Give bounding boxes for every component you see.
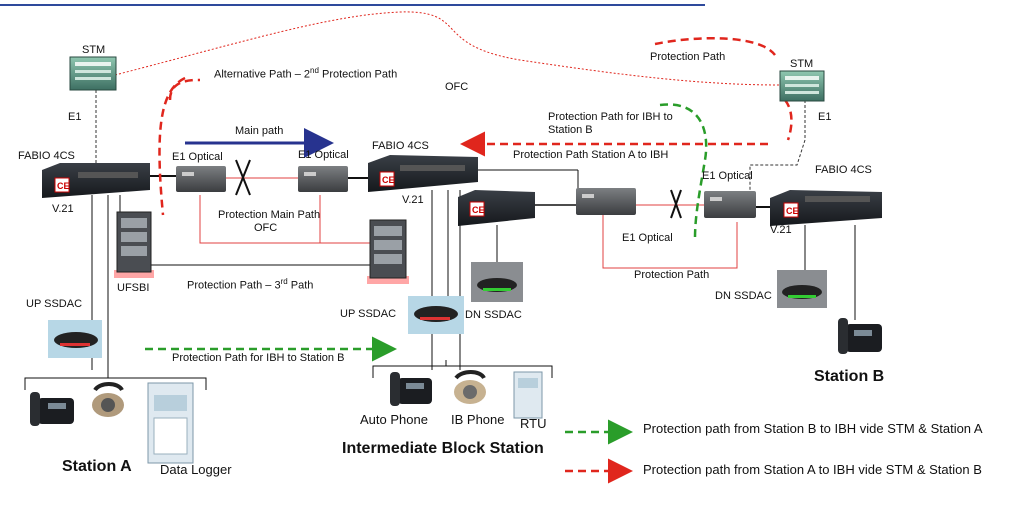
protection-ibh-b-label-2: Station B: [548, 124, 593, 136]
dn-ssdac-b-device: [777, 270, 827, 308]
fabio-b-device: CE: [770, 190, 882, 226]
stm-left-label: STM: [82, 44, 106, 56]
dn-ssdac-mid-label: DN SSDAC: [465, 309, 522, 321]
e1-optical-device-3: [576, 188, 636, 215]
green-protection-curve: [659, 103, 708, 239]
e1-optical-device-4: [704, 191, 756, 218]
up-ssdac-a-device: [48, 320, 102, 358]
station-a-data-logger: [147, 382, 194, 464]
stm-right-device: [779, 70, 825, 102]
e1-optical-label-2: E1 Optical: [298, 149, 349, 161]
stm-right-e1-link: [749, 100, 806, 195]
v21-mid-label: V.21: [402, 194, 424, 206]
protection-path-right-label: Protection Path: [634, 269, 710, 281]
protection-3rd-path-label: Protection Path – 3rd Path: [187, 277, 314, 292]
rtu-label: RTU: [520, 416, 547, 431]
dn-ssdac-b-label: DN SSDAC: [715, 290, 772, 302]
fabio-b-label: FABIO 4CS: [815, 164, 872, 176]
ofc-label: OFC: [445, 81, 469, 93]
e1-optical-label-1: E1 Optical: [172, 151, 223, 163]
protection-a-to-ibh-label: Protection Path Station A to IBH: [513, 149, 669, 161]
data-logger-label: Data Logger: [160, 462, 232, 477]
alternative-path-label: Alternative Path – 2nd Protection Path: [214, 66, 398, 81]
stm-right-label: STM: [790, 58, 814, 70]
ibh-auto-phone: [390, 372, 432, 406]
alternative-path-line: [114, 11, 781, 86]
main-path-label: Main path: [235, 125, 284, 137]
up-ssdac-mid-device: [408, 296, 464, 334]
svg-text:CE: CE: [382, 175, 395, 185]
station-a-brace: [24, 377, 207, 390]
v21-b-label: V.21: [770, 224, 792, 236]
protection-main-path-label-1: Protection Main Path: [218, 209, 321, 221]
ufsbi-rack-left: [114, 211, 154, 278]
ib-phone-label: IB Phone: [451, 412, 505, 427]
e1-left-label: E1: [68, 111, 82, 123]
fabio-a-label: FABIO 4CS: [18, 150, 75, 162]
station-a-ib-phone: [92, 382, 124, 417]
fabio-a-device: CE: [42, 163, 150, 198]
ibh-rtu: [513, 371, 543, 419]
legend-red-text: Protection path from Station A to IBH vi…: [643, 462, 982, 477]
station-b-auto-phone: [838, 318, 882, 354]
red-protection-curve-left: [158, 76, 201, 216]
stm-left-device: [69, 56, 117, 91]
ufsbi-rack-mid: [367, 219, 409, 284]
intermediate-block-station-label: Intermediate Block Station: [342, 440, 544, 457]
station-b-label: Station B: [814, 368, 885, 385]
legend-green-text: Protection path from Station B to IBH vi…: [643, 421, 983, 436]
dn-ssdac-mid-device: [471, 262, 523, 302]
e1-right-label: E1: [818, 111, 832, 123]
auto-phone-label: Auto Phone: [360, 412, 428, 427]
svg-text:CE: CE: [57, 181, 70, 191]
link-break-cross-1: [235, 159, 251, 196]
e1-optical-label-4: E1 Optical: [702, 170, 753, 182]
protection-main-path-line: [199, 195, 370, 244]
protection-ibh-to-b-label: Protection Path for IBH to Station B: [172, 352, 345, 364]
protection-path-right-line: [602, 215, 738, 269]
station-a-label: Station A: [62, 458, 132, 475]
ibh-ib-phone: [454, 370, 486, 404]
e1-optical-label-3: E1 Optical: [622, 232, 673, 244]
fabio-mid-label: FABIO 4CS: [372, 140, 429, 152]
link-break-cross-2: [670, 189, 682, 219]
station-a-auto-phone: [30, 392, 74, 426]
protection-path-top-label: Protection Path: [650, 51, 726, 63]
red-protection-curve-right: [654, 36, 793, 141]
up-ssdac-a-label: UP SSDAC: [26, 298, 83, 310]
protection-main-path-label-2: OFC: [254, 222, 278, 234]
protection-ibh-b-label-1: Protection Path for IBH to: [548, 111, 673, 123]
fabio-mid-device: CE: [368, 155, 478, 192]
ufsbi-label: UFSBI: [117, 282, 150, 294]
up-ssdac-mid-label: UP SSDAC: [340, 308, 397, 320]
e1-optical-device-2: [298, 166, 348, 192]
svg-text:CE: CE: [786, 206, 799, 216]
ibh-brace: [372, 365, 553, 378]
fabio-ibh-device: CE: [458, 190, 535, 226]
v21-a-label: V.21: [52, 203, 74, 215]
svg-text:CE: CE: [472, 205, 485, 215]
e1-optical-device-1: [176, 166, 226, 192]
